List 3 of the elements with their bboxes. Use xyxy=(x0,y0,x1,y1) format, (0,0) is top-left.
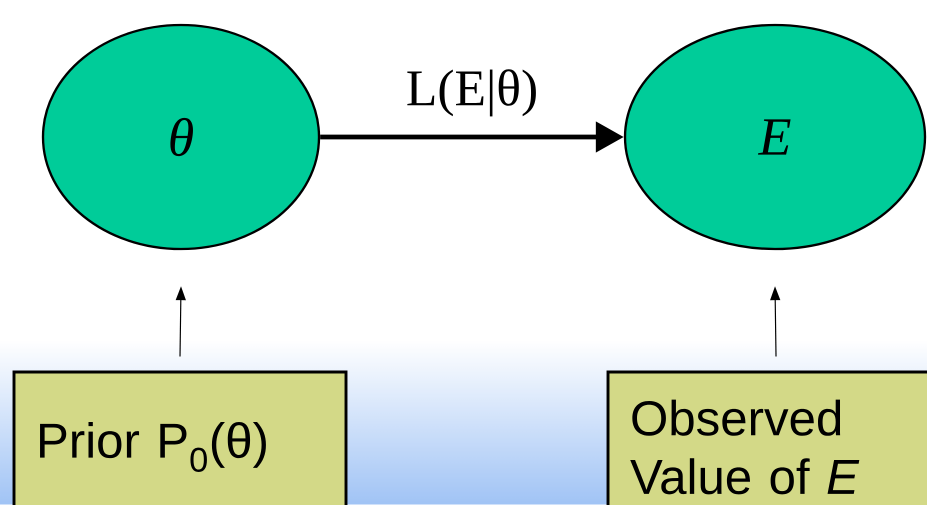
text-box: Observed Value of E xyxy=(606,370,927,505)
text-box: Prior P$_{0}$(θ) xyxy=(12,370,348,505)
edge-label: L(E|θ) xyxy=(404,66,540,119)
